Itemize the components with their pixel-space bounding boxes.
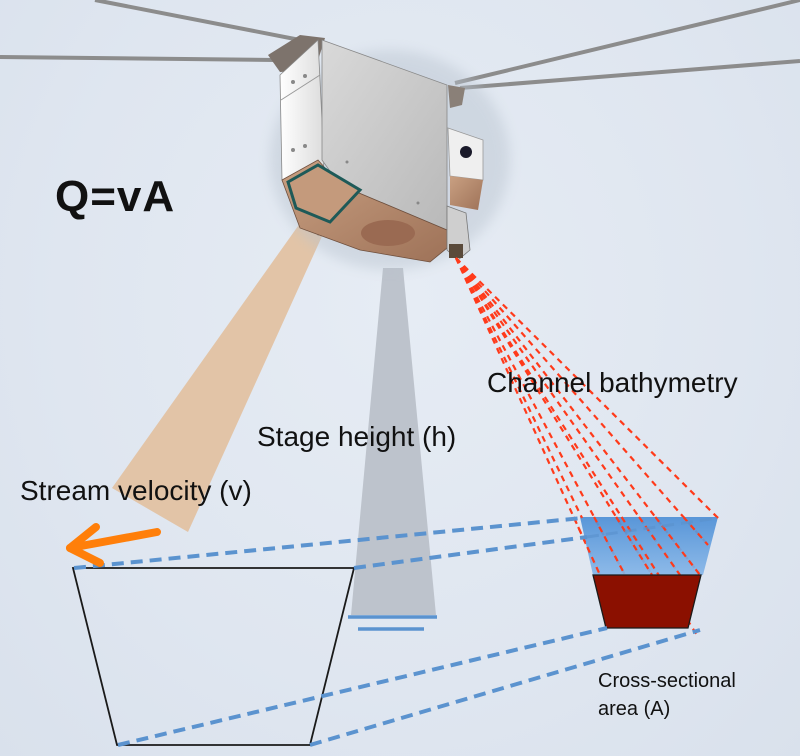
dashed-line-bottom-left — [117, 626, 608, 747]
stream-velocity-label: Stream velocity (v) — [20, 475, 252, 506]
channel-bathymetry-label: Channel bathymetry — [487, 367, 738, 398]
bathymetry-ray-in-water — [716, 516, 719, 519]
dashed-line-water-top — [586, 516, 719, 539]
flow-direction-arrow-icon — [66, 523, 161, 567]
bathymetry-ray — [455, 257, 583, 519]
radar-window — [286, 163, 363, 224]
radar-sensor-device — [268, 35, 484, 263]
bathymetry-rays-over-water — [572, 516, 719, 576]
discharge-equation: Q=vA — [55, 172, 176, 221]
bathymetry-ray — [455, 257, 709, 546]
dashed-line-top-left — [73, 516, 583, 570]
dashed-line-top-right — [353, 535, 588, 570]
cross-sectional-area-line2: area (A) — [598, 698, 671, 720]
cable-left-upper — [94, 0, 301, 42]
stage-radar-beam — [351, 268, 436, 615]
channel-outline — [71, 567, 356, 746]
channel-bed-area — [592, 574, 702, 629]
cable-left-lower — [0, 55, 276, 62]
cable-right-lower — [459, 59, 800, 90]
water-cross-section — [580, 517, 718, 575]
support-cables — [0, 0, 800, 90]
cable-right-upper — [454, 0, 800, 85]
bathymetry-ray-in-water — [615, 516, 653, 576]
bathymetry-ray-in-water — [638, 516, 681, 576]
perspective-lines — [73, 516, 701, 747]
bathymetry-ray-in-water — [620, 516, 660, 576]
connector-icon — [460, 146, 472, 158]
stage-height-label: Stage height (h) — [257, 421, 457, 452]
dashed-line-bottom-right — [309, 628, 701, 747]
bathymetry-ray — [455, 257, 698, 636]
radar-lens — [361, 220, 415, 246]
velocity-radar-beam — [112, 212, 333, 532]
cross-sectional-area-line1: Cross-sectional — [598, 670, 736, 692]
cross-sectional-area-label: Cross-sectional area (A) — [598, 667, 736, 723]
